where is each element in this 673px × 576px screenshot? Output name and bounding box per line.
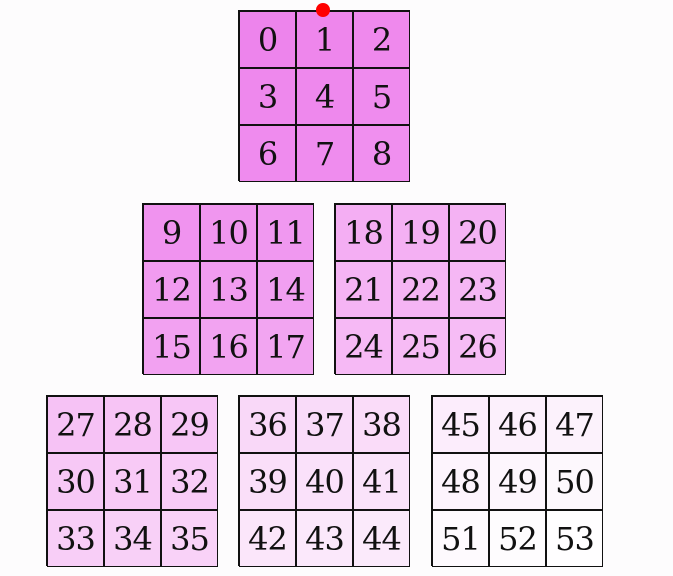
grid-cell: 2 <box>353 11 410 68</box>
grid-cell: 48 <box>432 453 489 510</box>
grid-cell: 0 <box>239 11 296 68</box>
grid-cell: 35 <box>161 510 218 567</box>
grid-cell: 1 <box>296 11 353 68</box>
grid-cell: 41 <box>353 453 410 510</box>
grid-cell: 16 <box>200 318 257 375</box>
grid-cell: 18 <box>335 204 392 261</box>
grid-cell: 20 <box>449 204 506 261</box>
grid-cell: 46 <box>489 396 546 453</box>
grid-cell: 28 <box>104 396 161 453</box>
grid-cell: 9 <box>143 204 200 261</box>
grid-cell: 38 <box>353 396 410 453</box>
grid-cell: 13 <box>200 261 257 318</box>
grid-cell: 36 <box>239 396 296 453</box>
grid-cell: 25 <box>392 318 449 375</box>
grid-cell: 15 <box>143 318 200 375</box>
grid-cell: 6 <box>239 125 296 182</box>
grid-cell: 49 <box>489 453 546 510</box>
grid-cell: 52 <box>489 510 546 567</box>
grid-cell: 26 <box>449 318 506 375</box>
grid-cell: 19 <box>392 204 449 261</box>
grid-cell: 7 <box>296 125 353 182</box>
grid-cell: 32 <box>161 453 218 510</box>
grid-cell: 37 <box>296 396 353 453</box>
grid-cell: 43 <box>296 510 353 567</box>
grid-cell: 5 <box>353 68 410 125</box>
grid-cell: 53 <box>546 510 603 567</box>
grid-cell: 3 <box>239 68 296 125</box>
grid-cell: 11 <box>257 204 314 261</box>
grid-cell: 51 <box>432 510 489 567</box>
grid-cell: 23 <box>449 261 506 318</box>
grid-cell: 10 <box>200 204 257 261</box>
grid-cell: 44 <box>353 510 410 567</box>
grid-cell: 34 <box>104 510 161 567</box>
grid-cell: 31 <box>104 453 161 510</box>
grid-cell: 29 <box>161 396 218 453</box>
red-marker-dot <box>316 3 330 17</box>
grid-cell: 42 <box>239 510 296 567</box>
grid-cell: 24 <box>335 318 392 375</box>
grid-cell: 4 <box>296 68 353 125</box>
grid-cell: 45 <box>432 396 489 453</box>
grid-cell: 27 <box>47 396 104 453</box>
grid-cell: 33 <box>47 510 104 567</box>
grid-cell: 50 <box>546 453 603 510</box>
grid-cell: 39 <box>239 453 296 510</box>
grid-cell: 47 <box>546 396 603 453</box>
grid-cell: 14 <box>257 261 314 318</box>
grid-cell: 30 <box>47 453 104 510</box>
grid-cell: 21 <box>335 261 392 318</box>
grid-cell: 40 <box>296 453 353 510</box>
grid-cell: 22 <box>392 261 449 318</box>
grid-cell: 12 <box>143 261 200 318</box>
grid-cell: 17 <box>257 318 314 375</box>
grid-cell: 8 <box>353 125 410 182</box>
